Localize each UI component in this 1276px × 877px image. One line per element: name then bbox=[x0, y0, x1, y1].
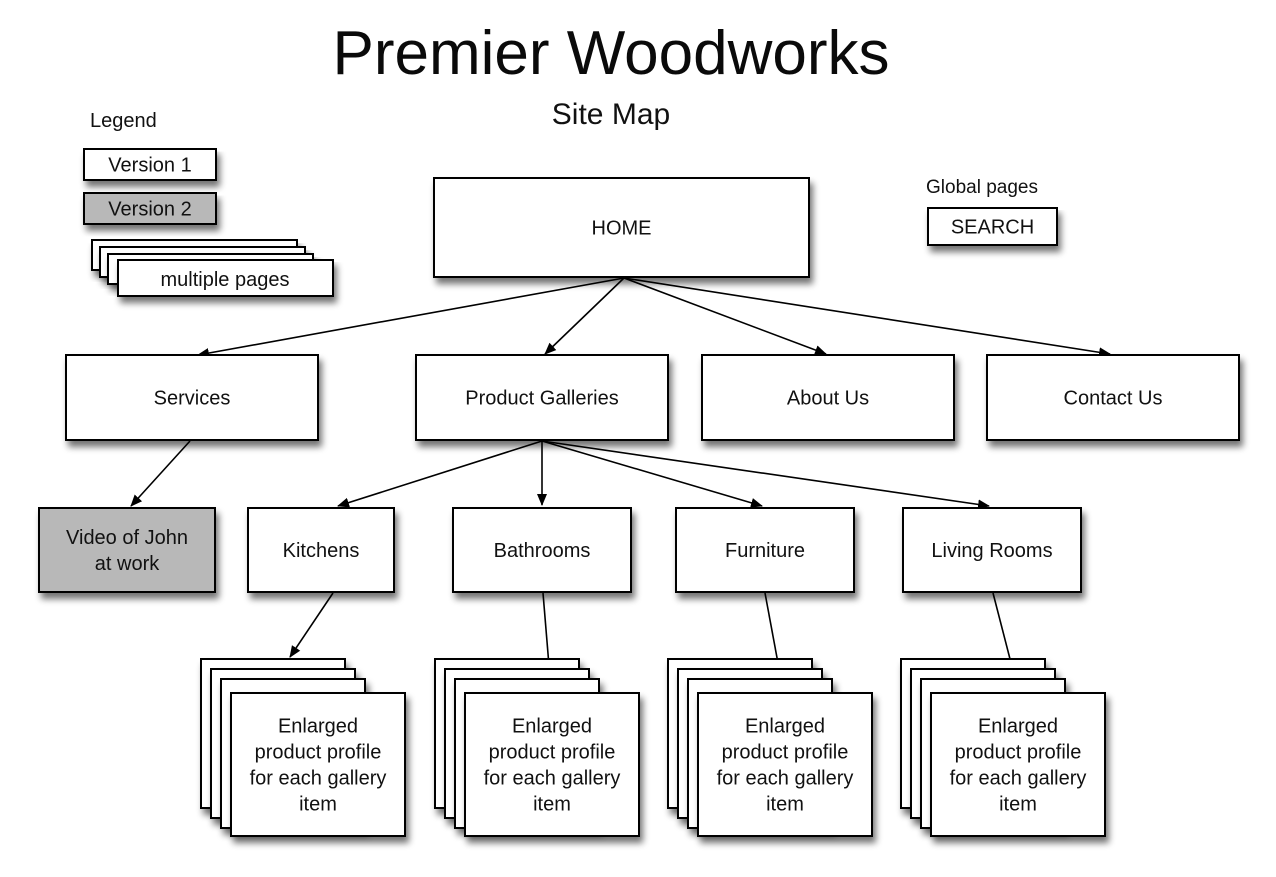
node-living-rooms: Living Rooms bbox=[902, 507, 1082, 593]
node-bathrooms: Bathrooms bbox=[452, 507, 632, 593]
global-page-search-label: SEARCH bbox=[951, 217, 1034, 239]
legend-version-2: Version 2 bbox=[83, 192, 217, 225]
legend-version-2-box bbox=[83, 192, 217, 225]
node-living-rooms-label: Living Rooms bbox=[931, 540, 1052, 562]
global-page-search-box bbox=[927, 207, 1058, 246]
node-about-us-box bbox=[701, 354, 955, 441]
node-video-john-box bbox=[38, 507, 216, 593]
node-profile-living-rooms: Enlarged product profile for each gallery i… bbox=[900, 658, 1106, 837]
legend-version-1-box bbox=[83, 148, 217, 181]
node-profile-bathrooms-label: Enlarged bbox=[512, 716, 592, 738]
legend-multiple-pages-label: multiple pages bbox=[161, 269, 290, 291]
node-furniture-box bbox=[675, 507, 855, 593]
edges-layer bbox=[130, 277, 1111, 691]
node-profile-furniture-label: for each gallery bbox=[717, 768, 854, 790]
node-about-us: About Us bbox=[701, 354, 955, 441]
node-profile-kitchens-label: item bbox=[299, 794, 337, 816]
node-contact-us: Contact Us bbox=[986, 354, 1240, 441]
node-video-john: Video of John at work bbox=[38, 507, 216, 593]
node-kitchens: Kitchens bbox=[247, 507, 395, 593]
node-profile-bathrooms-box bbox=[464, 692, 640, 837]
diagram-subtitle: Site Map bbox=[551, 98, 671, 131]
node-profile-living-rooms-label: item bbox=[999, 794, 1037, 816]
node-contact-us-label: Contact Us bbox=[1064, 388, 1163, 410]
node-about-us-label: About Us bbox=[787, 388, 869, 410]
node-profile-living-rooms-label: Enlarged bbox=[978, 716, 1058, 738]
legend-version-1: Version 1 bbox=[83, 148, 217, 181]
node-product-galleries-box bbox=[415, 354, 669, 441]
legend-version-1-label: Version 1 bbox=[108, 155, 191, 177]
node-profile-kitchens-label: for each gallery bbox=[250, 768, 387, 790]
node-services-label: Services bbox=[154, 388, 231, 410]
global-pages-heading: Global pages bbox=[926, 177, 1038, 198]
node-profile-living-rooms-box bbox=[930, 692, 1106, 837]
node-profile-kitchens: Enlarged product profile for each gallery i… bbox=[200, 658, 406, 837]
node-furniture-label: Furniture bbox=[725, 540, 805, 562]
node-video-john-label: at work bbox=[95, 553, 160, 575]
edge-product-galleries-to-kitchens bbox=[337, 440, 543, 508]
node-living-rooms-box bbox=[902, 507, 1082, 593]
node-profile-bathrooms-label: product profile bbox=[489, 742, 616, 764]
legend-version-2-label: Version 2 bbox=[108, 199, 191, 221]
edge-product-galleries-to-furniture bbox=[541, 440, 763, 508]
edge-home-to-product-galleries bbox=[544, 277, 625, 355]
legend-multiple-pages: multiple pages bbox=[91, 239, 334, 297]
node-video-john-label: Video of John bbox=[66, 527, 188, 549]
node-services: Services bbox=[65, 354, 319, 441]
legend-heading: Legend bbox=[90, 110, 157, 132]
nodes-layer: HOME Services Product Galleries About Us Con… bbox=[38, 177, 1240, 837]
legend-multiple-pages-box bbox=[117, 259, 334, 297]
edge-product-galleries-to-living-rooms bbox=[541, 440, 990, 510]
node-kitchens-box bbox=[247, 507, 395, 593]
node-bathrooms-label: Bathrooms bbox=[494, 540, 591, 562]
edge-kitchens-to-profile-kitchens bbox=[289, 592, 334, 658]
node-profile-furniture-label: product profile bbox=[722, 742, 849, 764]
diagram-title: Premier Woodworks bbox=[332, 19, 890, 88]
node-profile-bathrooms: Enlarged product profile for each gallery i… bbox=[434, 658, 640, 837]
edge-home-to-about-us bbox=[623, 277, 827, 355]
node-profile-living-rooms-label: product profile bbox=[955, 742, 1082, 764]
node-bathrooms-box bbox=[452, 507, 632, 593]
node-profile-kitchens-box bbox=[230, 692, 406, 837]
node-services-box bbox=[65, 354, 319, 441]
legend: SEARCH Version 1 Version 2 multiple pages bbox=[83, 148, 1058, 297]
global-page-search: SEARCH bbox=[927, 207, 1058, 246]
node-profile-bathrooms-label: item bbox=[533, 794, 571, 816]
node-product-galleries: Product Galleries bbox=[415, 354, 669, 441]
node-kitchens-label: Kitchens bbox=[283, 540, 360, 562]
node-home-label: HOME bbox=[592, 218, 652, 240]
node-profile-furniture-label: item bbox=[766, 794, 804, 816]
node-profile-living-rooms-label: for each gallery bbox=[950, 768, 1087, 790]
node-product-galleries-label: Product Galleries bbox=[465, 388, 618, 410]
node-profile-bathrooms-label: for each gallery bbox=[484, 768, 621, 790]
node-profile-furniture: Enlarged product profile for each gallery i… bbox=[667, 658, 873, 837]
edge-services-to-video-john bbox=[130, 440, 191, 507]
node-home-box bbox=[433, 177, 810, 278]
node-home: HOME bbox=[433, 177, 810, 278]
node-profile-kitchens-label: product profile bbox=[255, 742, 382, 764]
edge-home-to-services bbox=[197, 277, 625, 358]
node-profile-furniture-box bbox=[697, 692, 873, 837]
node-furniture: Furniture bbox=[675, 507, 855, 593]
node-contact-us-box bbox=[986, 354, 1240, 441]
node-profile-furniture-label: Enlarged bbox=[745, 716, 825, 738]
edge-home-to-contact-us bbox=[623, 277, 1111, 358]
node-profile-kitchens-label: Enlarged bbox=[278, 716, 358, 738]
